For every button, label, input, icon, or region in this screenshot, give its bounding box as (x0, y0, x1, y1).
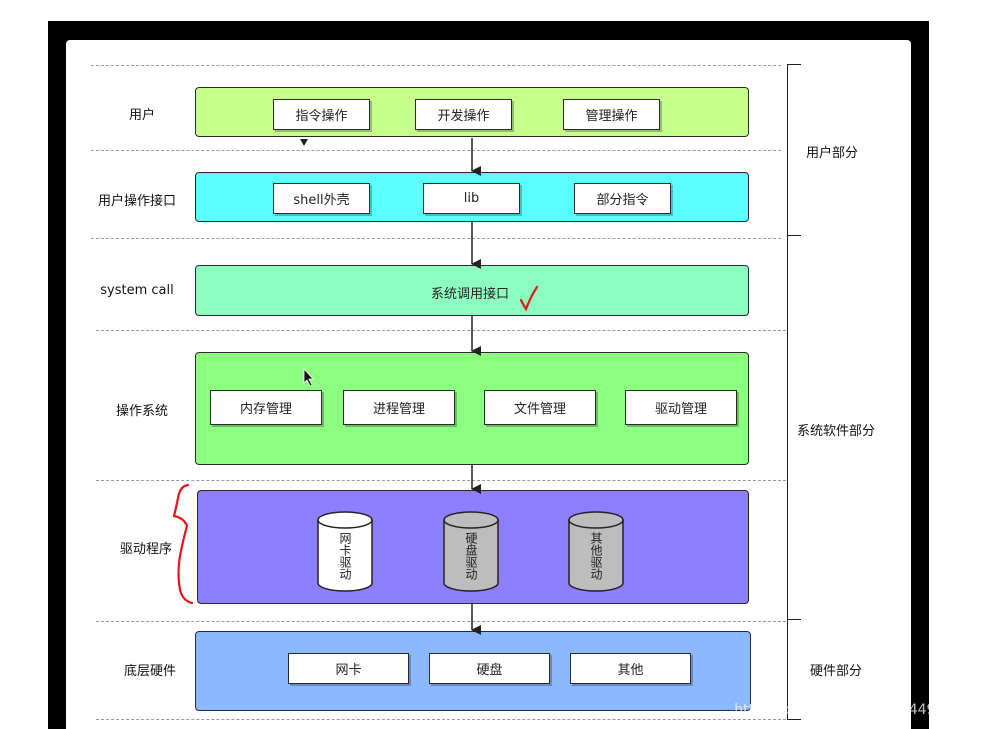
box-nic: 网卡 (288, 653, 409, 684)
watermark: https://blog.csdn.net/qq_44918090 (734, 702, 980, 718)
bracket-user (787, 64, 788, 236)
cylinder-disk-driver (443, 511, 499, 592)
box-lib: lib (423, 183, 520, 214)
layer-syscall (195, 265, 749, 316)
cylinder-other-driver (568, 511, 624, 592)
box-admin-ops: 管理操作 (563, 99, 660, 130)
box-disk: 硬盘 (429, 653, 550, 684)
label-os: 操作系统 (115, 404, 168, 419)
label-syscall: system call (100, 283, 174, 298)
separator-line (96, 719, 786, 720)
cursor-icon (303, 367, 314, 387)
box-file-mgmt: 文件管理 (484, 390, 596, 425)
cyl-label-disk-driver: 硬盘驱动 (464, 532, 478, 580)
cyl-label-nic-driver: 网卡驱动 (338, 532, 352, 580)
red-brace-annotation (172, 483, 194, 605)
syscall-interface-text: 系统调用接口 (430, 287, 509, 302)
separator-line (96, 480, 786, 481)
bracket-system (787, 236, 788, 620)
bracket-tick (787, 719, 801, 720)
bracket-hardware (787, 620, 788, 720)
box-partial-commands: 部分指令 (574, 183, 671, 214)
separator-line (96, 330, 786, 331)
separator-line (96, 621, 786, 622)
cyl-label-other-driver: 其他驱动 (589, 532, 603, 580)
section-hardware-part: 硬件部分 (810, 664, 863, 679)
separator-line (91, 65, 781, 66)
label-interface: 用户操作接口 (97, 194, 176, 209)
box-other: 其他 (570, 653, 691, 684)
label-user: 用户 (128, 108, 155, 123)
red-check-annotation (519, 285, 539, 312)
box-memory-mgmt: 内存管理 (210, 390, 322, 425)
section-system-part: 系统软件部分 (797, 424, 876, 439)
box-shell: shell外壳 (273, 183, 370, 214)
cylinder-nic-driver (317, 511, 373, 592)
bracket-tick (787, 619, 801, 620)
box-driver-mgmt: 驱动管理 (625, 390, 737, 425)
box-command-ops: 指令操作 (273, 99, 370, 130)
separator-line (91, 150, 781, 151)
box-dev-ops: 开发操作 (415, 99, 512, 130)
box-process-mgmt: 进程管理 (343, 390, 455, 425)
section-user-part: 用户部分 (806, 146, 859, 161)
separator-line (91, 238, 781, 239)
label-driver: 驱动程序 (119, 542, 172, 557)
label-hardware: 底层硬件 (123, 664, 176, 679)
bracket-tick (787, 64, 801, 65)
arrow-small-down (300, 139, 308, 146)
bracket-tick (787, 235, 801, 236)
